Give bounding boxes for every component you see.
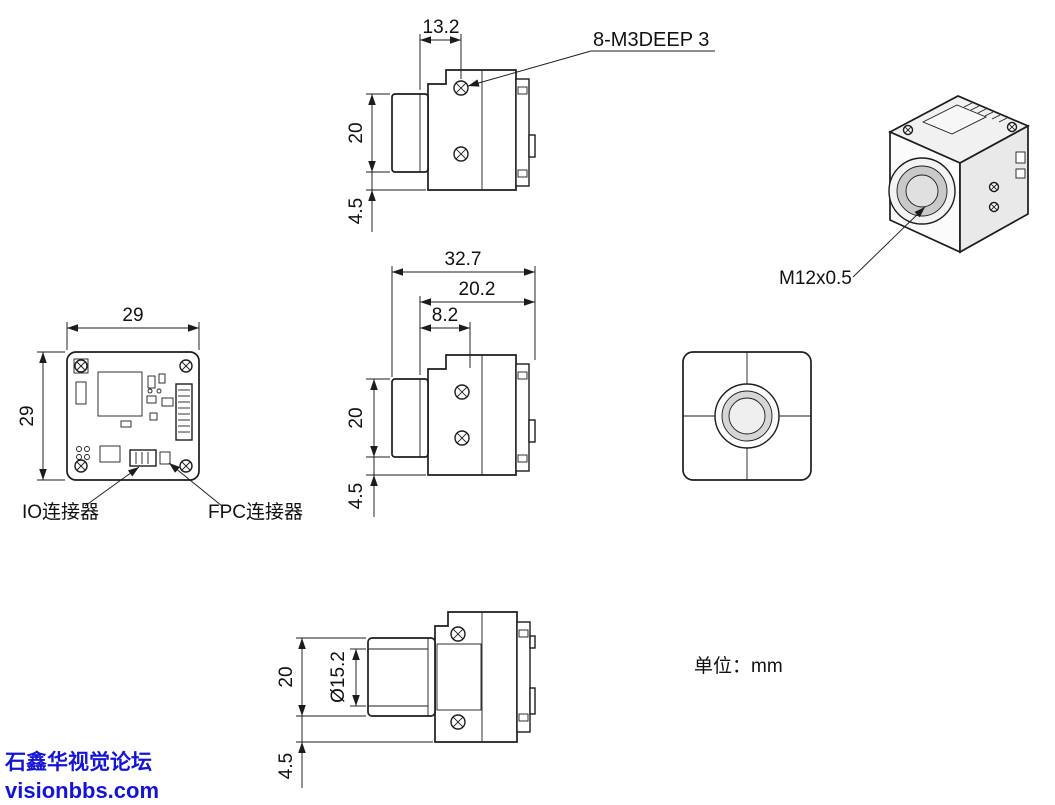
screw-icon: [74, 459, 88, 473]
dim-text: Ø15.2: [328, 651, 349, 703]
watermark-line2: visionbbs.com: [5, 778, 159, 803]
screw-icon: [453, 80, 469, 96]
view-front: [682, 351, 812, 481]
screw-icon: [450, 626, 466, 642]
screw-icon: [454, 384, 470, 400]
dim-pcb-height: 29: [17, 351, 65, 481]
dim-text: 8.2: [432, 305, 458, 326]
dim-lens-diameter: Ø15.2: [328, 648, 366, 707]
view-side-main: 32.7 20.2 8.2 20 4.5: [346, 249, 536, 517]
dim-lens-height: 20: [346, 378, 390, 458]
dim-pcb-width: 29: [66, 305, 200, 350]
iso-connector-detail: [1015, 151, 1026, 164]
screw-icon: [902, 124, 914, 136]
screw-icon: [74, 359, 88, 373]
view-pcb-back: 29 29 IO连接器 FPC连接器: [17, 305, 303, 523]
iso-connector-detail: [1015, 168, 1026, 179]
dim-text: 4.5: [346, 483, 367, 509]
vent-slots: [963, 102, 1008, 123]
watermark-line1: 石鑫华视觉论坛: [4, 750, 152, 774]
mount-pad: [73, 358, 89, 374]
dim-lens-length: 20: [276, 637, 366, 717]
callout-text: M12x0.5: [779, 268, 852, 289]
dim-total-depth: 32.7: [391, 249, 536, 377]
io-connector-callout: IO连接器: [22, 466, 140, 523]
dim-text: 20: [346, 122, 367, 143]
screw-icon: [454, 430, 470, 446]
callout-text: FPC连接器: [208, 501, 303, 523]
dim-base-offset: 4.5: [346, 457, 426, 517]
screw-icon: [988, 201, 1000, 213]
dim-text: 29: [122, 305, 143, 326]
dim-text: 13.2: [423, 17, 460, 38]
camera-body-outline: [367, 611, 536, 743]
dim-front-depth: 8.2: [420, 305, 471, 368]
screw-icon: [453, 146, 469, 162]
unit-note: 单位：mm: [694, 655, 783, 677]
dim-text: 4.5: [346, 198, 367, 224]
dim-base-offset: 4.5: [276, 716, 433, 788]
dim-text: 20: [276, 666, 297, 687]
fpc-connector-callout: FPC连接器: [168, 462, 303, 523]
screw-icon: [179, 459, 193, 473]
fpc-connector: [159, 451, 171, 465]
dim-base-offset: 4.5: [346, 172, 426, 232]
dim-text: 4.5: [276, 753, 297, 779]
callout-text: 8-M3DEEP 3: [593, 29, 709, 51]
dim-text: 20.2: [459, 279, 496, 300]
screw-icon: [450, 714, 466, 730]
dim-body-depth: 20.2: [419, 279, 535, 375]
dim-screw-offset: 13.2: [419, 17, 462, 90]
view-top-side: 13.2 8-M3DEEP 3 20 4.5: [346, 17, 715, 232]
lens-barrel: [888, 157, 956, 225]
camera-body-outline: [391, 354, 536, 476]
pcb-components: [75, 371, 193, 467]
lens-front: [714, 383, 780, 449]
screw-callout: 8-M3DEEP 3: [467, 29, 715, 87]
callout-text: IO连接器: [22, 501, 99, 523]
watermark: 石鑫华视觉论坛 visionbbs.com: [4, 750, 159, 803]
view-bottom-side: 20 Ø15.2 4.5: [276, 611, 536, 788]
lens-thread-callout: M12x0.5: [779, 206, 926, 289]
dim-text: 20: [346, 407, 367, 428]
dim-text: 29: [17, 405, 38, 426]
iso-top-recess: [921, 104, 988, 135]
view-isometric: M12x0.5: [779, 95, 1030, 289]
screw-icon: [179, 359, 193, 373]
screw-icon: [988, 181, 1000, 193]
camera-body-outline: [391, 69, 536, 191]
dim-lens-height: 20: [346, 93, 390, 173]
screw-icon: [1006, 121, 1018, 133]
io-connector: [129, 449, 157, 467]
dim-text: 32.7: [445, 249, 482, 270]
